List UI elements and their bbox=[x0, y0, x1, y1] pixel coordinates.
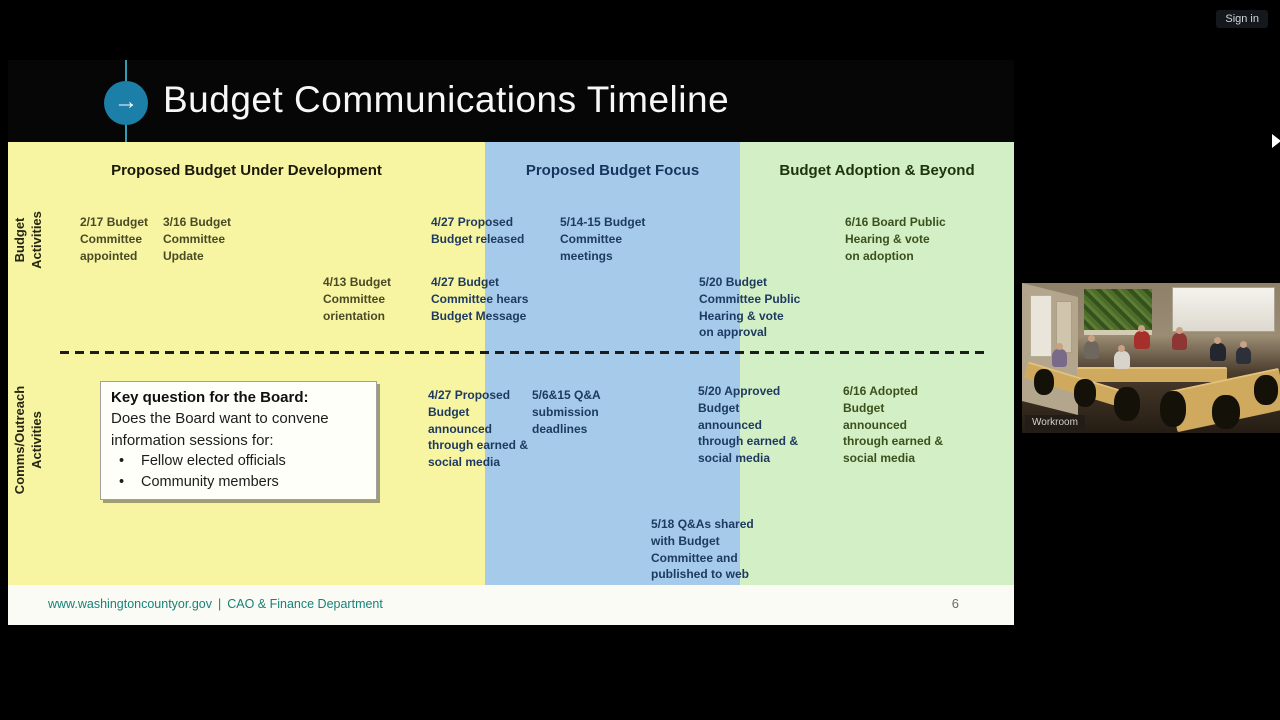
timeline-item: 5/6&15 Q&A submission deadlines bbox=[532, 388, 601, 436]
column-under-development bbox=[8, 142, 485, 585]
timeline-item: 5/14-15 Budget Committee meetings bbox=[560, 215, 646, 263]
person bbox=[1134, 331, 1150, 349]
timeline-item: 6/16 Board Public Hearing & vote on adop… bbox=[845, 215, 946, 263]
timeline-item: 6/16 Adopted Budget announced through ea… bbox=[843, 384, 944, 466]
column-budget-focus bbox=[485, 142, 740, 585]
key-question-body: Does the Board want to convene informati… bbox=[111, 410, 329, 449]
footer-separator: | bbox=[217, 597, 222, 611]
meeting-table bbox=[1077, 367, 1227, 382]
person bbox=[1114, 351, 1130, 369]
footer-department: CAO & Finance Department bbox=[227, 597, 383, 611]
person-head bbox=[1056, 343, 1063, 350]
timeline-item: 4/27 Budget Committee hears Budget Messa… bbox=[431, 275, 529, 323]
person-head bbox=[1118, 345, 1125, 352]
timeline-item: 4/27 Proposed Budget announced through e… bbox=[428, 388, 529, 470]
footer-url: www.washingtoncountyor.gov bbox=[48, 597, 212, 611]
key-question-box: Key question for the Board: Does the Boa… bbox=[100, 381, 377, 500]
person-head bbox=[1088, 335, 1095, 342]
footer-text: www.washingtoncountyor.gov | CAO & Finance… bbox=[48, 597, 383, 611]
camera-location-label: Workroom bbox=[1025, 415, 1085, 430]
office-chair bbox=[1212, 395, 1240, 429]
timeline-item: 4/13 Budget Committee orientation bbox=[323, 275, 392, 323]
key-question-bullet: Fellow elected officials bbox=[111, 451, 366, 472]
person bbox=[1210, 343, 1226, 361]
sign-in-button[interactable]: Sign in bbox=[1216, 10, 1268, 28]
column-header-under-development: Proposed Budget Under Development bbox=[111, 162, 382, 179]
row-divider-dashed-line bbox=[60, 351, 990, 354]
timeline-item: 2/17 Budget Committee appointed bbox=[80, 215, 149, 263]
timeline-item: 5/20 Approved Budget announced through e… bbox=[698, 384, 799, 466]
timeline-content bbox=[8, 142, 1014, 585]
right-arrow-icon: → bbox=[114, 88, 138, 115]
office-chair bbox=[1034, 369, 1054, 395]
person bbox=[1172, 333, 1187, 350]
person-head bbox=[1138, 325, 1145, 332]
column-header-adoption-beyond: Budget Adoption & Beyond bbox=[779, 162, 975, 179]
person bbox=[1236, 347, 1251, 364]
arrow-circle-icon: → bbox=[104, 81, 148, 125]
person bbox=[1052, 349, 1067, 367]
key-question-bullet: Community members bbox=[111, 472, 366, 493]
slide-title-band: → Budget Communications Timeline bbox=[8, 60, 1014, 142]
presentation-slide: → Budget Communications Timeline Propose… bbox=[8, 60, 1014, 625]
column-header-budget-focus: Proposed Budget Focus bbox=[525, 162, 700, 179]
timeline-item: 4/27 Proposed Budget released bbox=[431, 215, 525, 246]
row-label-budget-activities: Budget Activities bbox=[12, 211, 44, 269]
webcam-feed[interactable]: Workroom bbox=[1022, 283, 1280, 433]
room-door bbox=[1030, 295, 1052, 357]
mouse-cursor bbox=[1272, 134, 1280, 148]
column-adoption-beyond bbox=[740, 142, 1014, 585]
timeline-item: 5/20 Budget Committee Public Hearing & v… bbox=[699, 275, 801, 340]
slide-footer: www.washingtoncountyor.gov | CAO & Finance… bbox=[8, 585, 1014, 625]
office-chair bbox=[1160, 391, 1186, 427]
person-head bbox=[1176, 327, 1183, 334]
projection-screen bbox=[1172, 287, 1275, 332]
office-chair bbox=[1254, 375, 1278, 405]
person bbox=[1084, 341, 1099, 359]
office-chair bbox=[1114, 387, 1140, 421]
slide-page-number: 6 bbox=[951, 596, 959, 611]
key-question-title: Key question for the Board: bbox=[111, 389, 309, 406]
person-head bbox=[1240, 341, 1247, 348]
row-label-comms-outreach: Comms/Outreach Activities bbox=[12, 385, 44, 495]
timeline-item: 3/16 Budget Committee Update bbox=[163, 215, 232, 263]
timeline-item: 5/18 Q&As shared with Budget Committee a… bbox=[651, 517, 754, 582]
office-chair bbox=[1074, 379, 1096, 407]
slide-title: Budget Communications Timeline bbox=[163, 79, 730, 120]
person-head bbox=[1214, 337, 1221, 344]
